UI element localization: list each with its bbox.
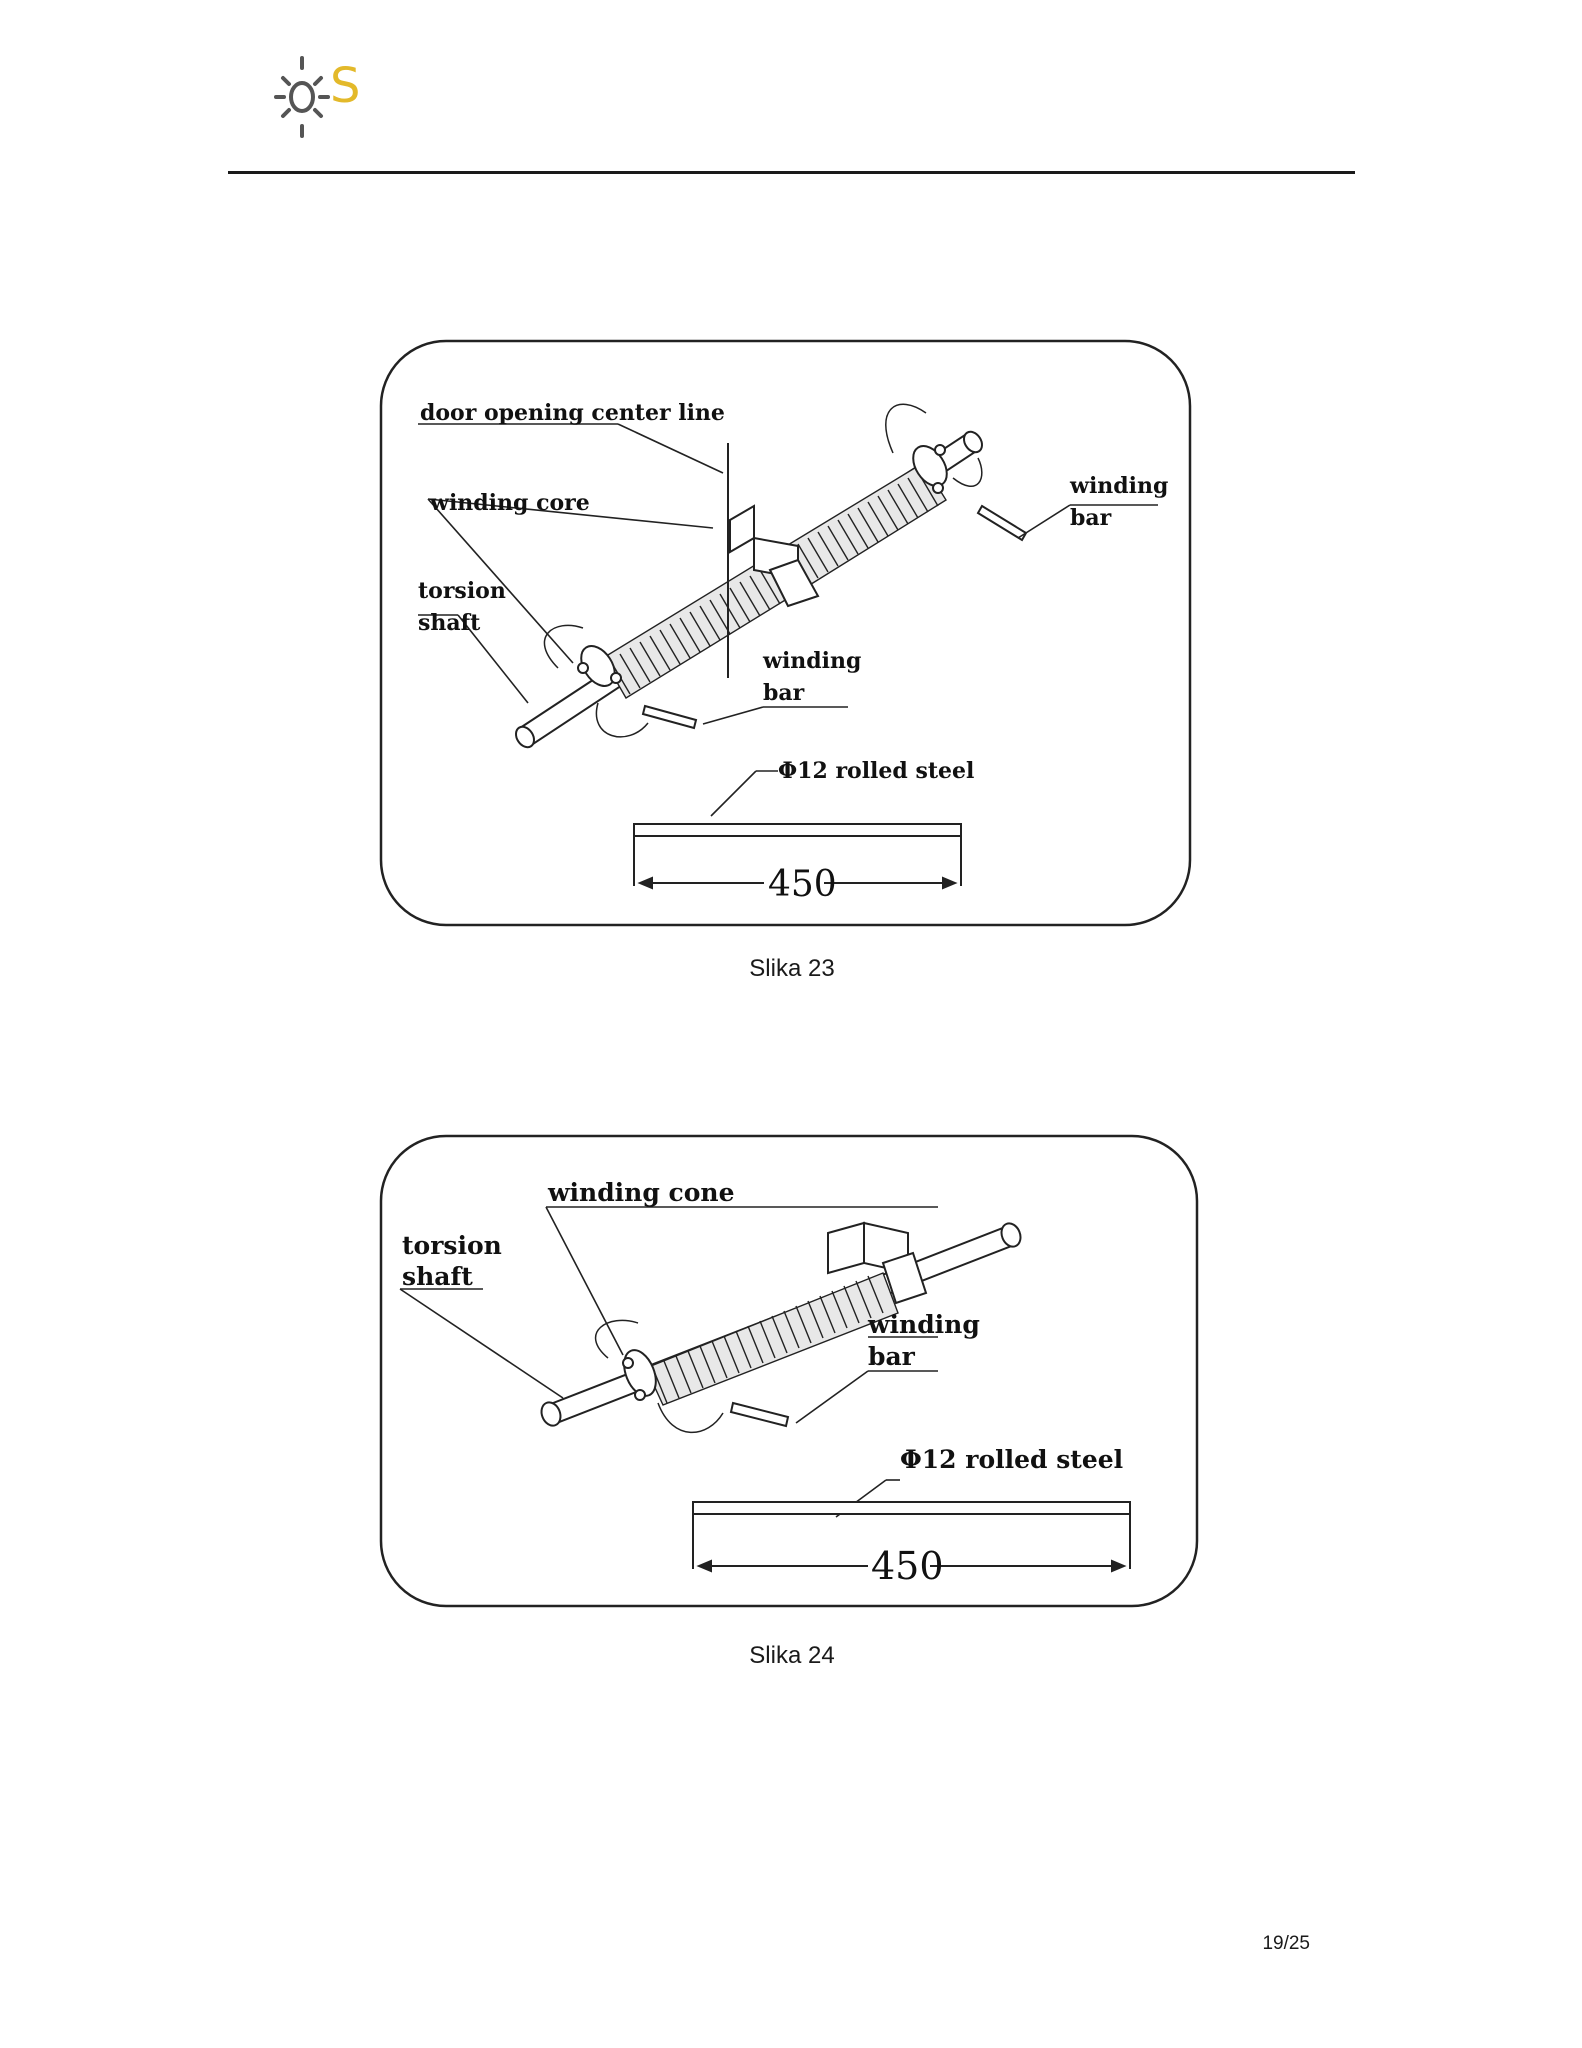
figure-24-caption: Slika 24 [749, 1642, 835, 1669]
label-rolled-steel: Φ12 rolled steel [778, 758, 974, 784]
label-shaft: shaft [402, 1262, 473, 1291]
end-bracket [827, 1221, 928, 1305]
winding-bar-drawing [729, 1401, 790, 1428]
label-shaft: shaft [418, 610, 481, 636]
label-bar-left: bar [763, 680, 805, 706]
page-number: 19/25 [1262, 1933, 1310, 1954]
label-torsion: torsion [402, 1231, 502, 1260]
center-bracket [729, 504, 820, 608]
winding-bar-right-drawing [976, 504, 1028, 542]
figure-frame [379, 339, 1192, 927]
label-winding-core: winding core [429, 490, 590, 516]
rolled-steel-bar [633, 823, 962, 890]
label-rolled-steel: Φ12 rolled steel [900, 1445, 1123, 1474]
winding-cone-left [580, 645, 616, 687]
figure-23-torsion-spring-diagram: door opening center line winding core to… [378, 338, 1193, 928]
dimension-450: 450 [768, 864, 837, 905]
label-bar: bar [868, 1342, 916, 1371]
winding-bar-left-drawing [641, 704, 698, 730]
company-logo-sun-icon [274, 56, 330, 138]
label-winding: winding [867, 1310, 980, 1339]
torsion-spring [645, 1272, 899, 1406]
header-divider [228, 171, 1355, 174]
label-winding-right: winding [1069, 473, 1168, 499]
label-bar-right: bar [1070, 505, 1112, 531]
rolled-steel-bar [692, 1501, 1131, 1573]
figure-24-torsion-spring-diagram: winding cone torsion shaft winding bar Φ… [378, 1133, 1200, 1609]
torsion-spring-right [782, 462, 947, 587]
logo-letter: S [330, 58, 361, 114]
dimension-450: 450 [871, 1544, 944, 1588]
label-winding-cone: winding cone [547, 1178, 735, 1207]
label-torsion: torsion [418, 578, 506, 604]
label-door-opening-center-line: door opening center line [420, 400, 725, 426]
figure-23-caption: Slika 23 [749, 955, 835, 982]
label-winding-left: winding [762, 648, 861, 674]
